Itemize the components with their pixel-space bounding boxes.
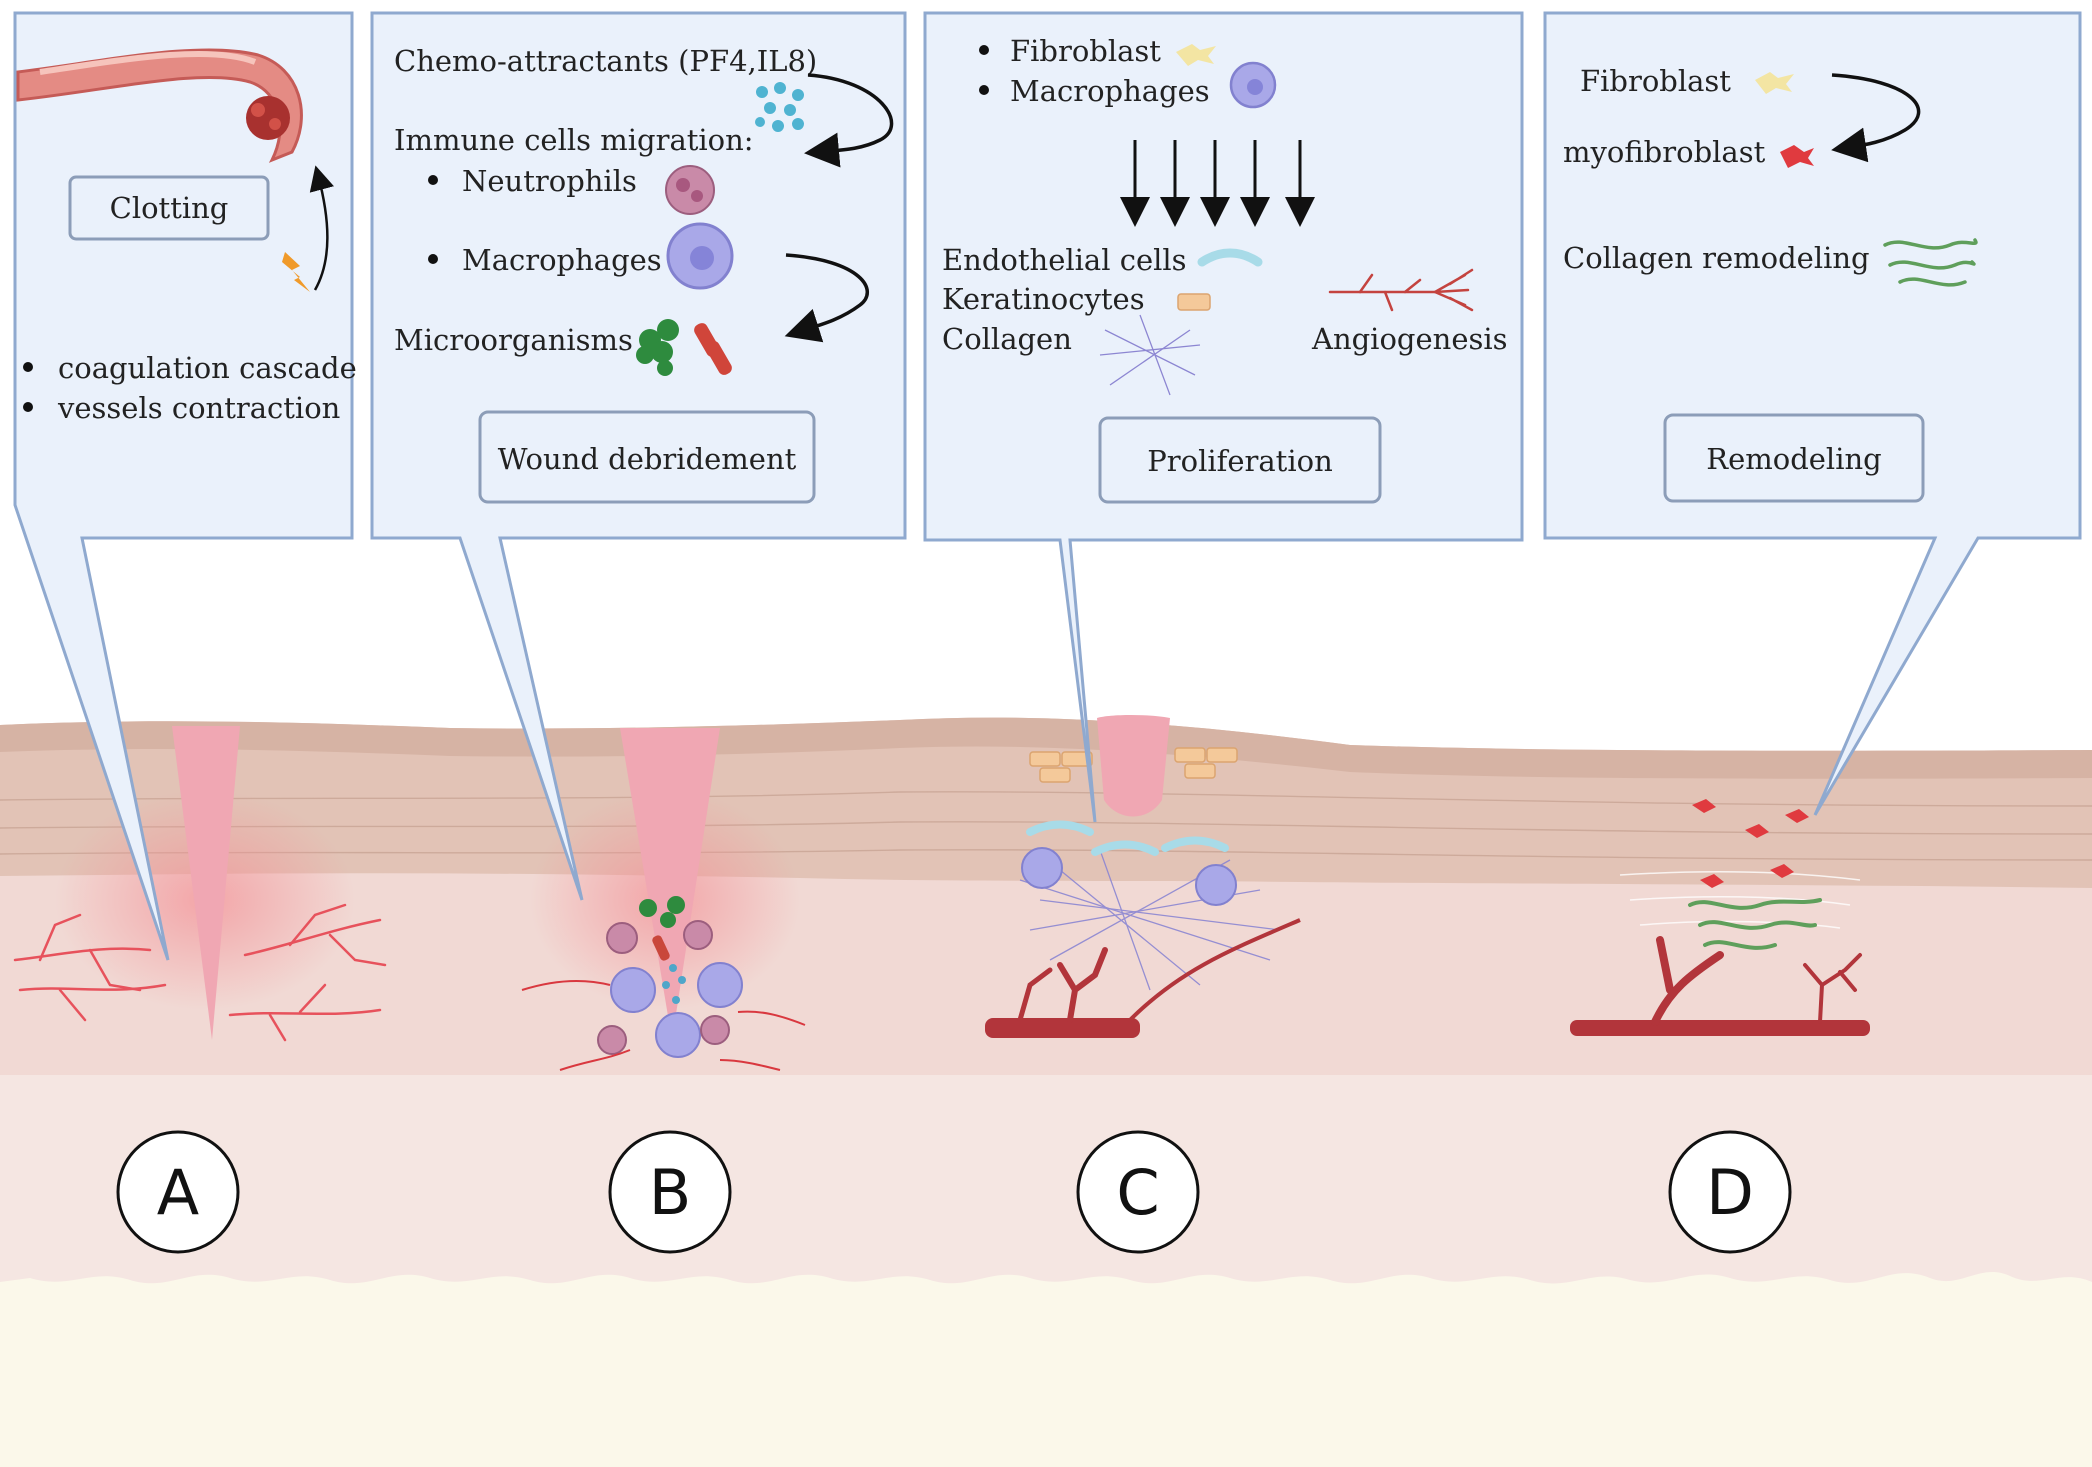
fibroblast-transition-arrow [1831, 73, 1921, 163]
stage-d-wound [1570, 799, 1870, 1036]
clotting-arrow [309, 165, 334, 291]
angiogenesis-label: Angiogenesis [1311, 322, 1508, 356]
macrophages-label-c: Macrophages [1010, 74, 1210, 108]
migration-arrows-b [521, 980, 806, 1071]
wound-cut-b [620, 728, 720, 1040]
chemo-dots-icon [755, 82, 804, 132]
collagen-label-c: Collagen [942, 322, 1072, 356]
stage-letters: A B C D [116, 1130, 1792, 1254]
remodeling-box [1663, 413, 1925, 503]
stage-b-circle [608, 1130, 732, 1254]
collagen-d [1688, 898, 1822, 950]
stage-b-wound [521, 728, 806, 1071]
stage-c-wound [985, 715, 1301, 1038]
lightning-icon [282, 252, 310, 292]
microorganisms-icon [636, 319, 732, 376]
collagen-remodeling-label: Collagen remodeling [1563, 241, 1870, 275]
fibroblast-label-d: Fibroblast [1580, 64, 1731, 98]
immune-cells-b [597, 896, 743, 1058]
stratum-corneum [0, 717, 2092, 779]
endothelial-label: Endothelial cells [942, 243, 1187, 277]
neutrophils-label: Neutrophils [462, 164, 637, 198]
panel-b: Chemo-attractants (PF4,IL8) Immune cells… [370, 11, 907, 901]
hypodermis [0, 1270, 2092, 1467]
proliferation-box [1098, 416, 1382, 504]
stage-d-letter: D [1706, 1156, 1754, 1229]
keratinocytes-label: Keratinocytes [942, 282, 1145, 316]
faint-lines-d [1619, 870, 1861, 929]
remodeling-label: Remodeling [1706, 442, 1881, 476]
stage-a-circle [116, 1130, 240, 1254]
stage-b-letter: B [649, 1156, 692, 1229]
lower-dermis [0, 1075, 2092, 1284]
collagen-icon-d [1883, 238, 1978, 287]
stage-a-letter: A [157, 1156, 199, 1229]
proliferation-arrows [1120, 140, 1315, 227]
myofibroblasts-d [1692, 799, 1809, 888]
panel-a-callout [13, 11, 354, 961]
wound-debridement-label: Wound debridement [498, 442, 797, 476]
myofibroblast-label: myofibroblast [1563, 135, 1766, 169]
keratinocyte-icon [1177, 293, 1211, 311]
capillaries-a [13, 903, 387, 1042]
collagen-icon-c [1099, 314, 1201, 396]
endothelial-icon [1197, 248, 1263, 267]
macrophages-label-b: Macrophages [462, 243, 662, 277]
clotting-label: Clotting [110, 191, 229, 225]
bullet-vessels: vessels contraction [57, 391, 340, 425]
fibroblast-label-c: Fibroblast [1010, 34, 1161, 68]
wound-scab-c [1097, 715, 1170, 817]
keratinocytes-c [1029, 747, 1238, 783]
proliferation-label: Proliferation [1147, 444, 1333, 478]
stage-d-circle [1668, 1130, 1792, 1254]
panel-c: Fibroblast Macrophages Endothelial cells… [923, 11, 1524, 823]
clotting-vessel-illustration [16, 48, 303, 163]
bullet-coagulation: coagulation cascade [58, 351, 357, 385]
clotting-label-box [68, 175, 270, 241]
microorganisms-label: Microorganisms [394, 323, 633, 357]
panel-a: Clotting coagulation cascade vessels con… [13, 11, 357, 961]
wound-cut-a [172, 726, 240, 1040]
fibroblast-icon-d [1755, 72, 1794, 94]
stage-c-letter: C [1116, 1156, 1159, 1229]
chemo-arrow [804, 73, 894, 168]
wound-debridement-box [478, 410, 816, 504]
fibroblast-icon-c [1176, 44, 1216, 66]
panel-d: Fibroblast myofibroblast Collagen remode… [1543, 11, 2082, 816]
chemo-attractants-label: Chemo-attractants (PF4,IL8) [394, 44, 817, 78]
neutrophil-icon [665, 165, 715, 215]
immune-migration-label: Immune cells migration: [394, 123, 754, 157]
myofibroblast-icon [1780, 145, 1814, 168]
blood-vessel-c [985, 918, 1301, 1038]
cells-c [1021, 820, 1237, 906]
macrophage-arrow [784, 253, 870, 343]
blood-vessel-d [1570, 936, 1870, 1036]
skin-cross-section [0, 717, 2092, 1467]
angiogenesis-icon [1328, 268, 1474, 312]
stage-c-circle [1076, 1130, 1200, 1254]
